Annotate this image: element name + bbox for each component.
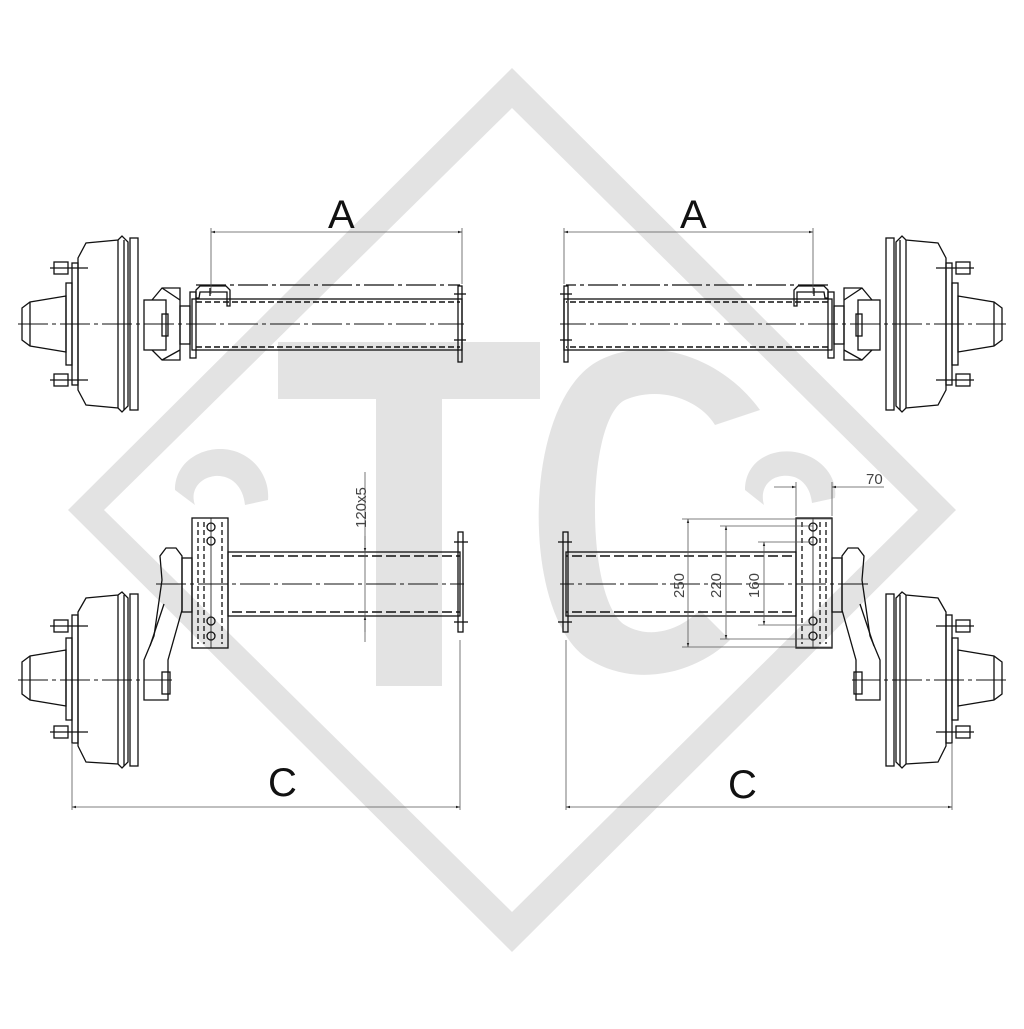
axle-view-bottom-left [18, 472, 468, 810]
dimension-bracket-width: 70 [866, 471, 883, 488]
dimension-a-right: A [680, 193, 707, 237]
watermark-logo [68, 68, 956, 952]
watermark-circle-left [175, 449, 269, 505]
dimension-hole-spacing-220: 220 [708, 573, 725, 598]
watermark-diamond [68, 68, 956, 952]
u-bolt-clamp [195, 285, 231, 307]
hub-nut [143, 299, 167, 351]
axle-view-top-right [560, 228, 1006, 413]
dimension-hole-spacing-160: 160 [746, 573, 763, 598]
dimension-hole-spacing-250: 250 [671, 573, 688, 598]
brake-drum [77, 591, 129, 769]
axle-view-top-left [18, 228, 466, 413]
wheel-stud-icon [50, 261, 88, 387]
brake-drum [77, 235, 129, 413]
watermark-letter-t-stem [376, 342, 442, 686]
axle-view-bottom-right [558, 482, 1006, 810]
dimension-tube-profile: 120x5 [353, 487, 370, 528]
dimension-c-right: C [728, 763, 757, 807]
watermark-circle-right [745, 451, 836, 505]
watermark-letter-c [538, 349, 760, 675]
dimension-a-left: A [328, 193, 355, 237]
dimension-c-left: C [268, 761, 297, 805]
